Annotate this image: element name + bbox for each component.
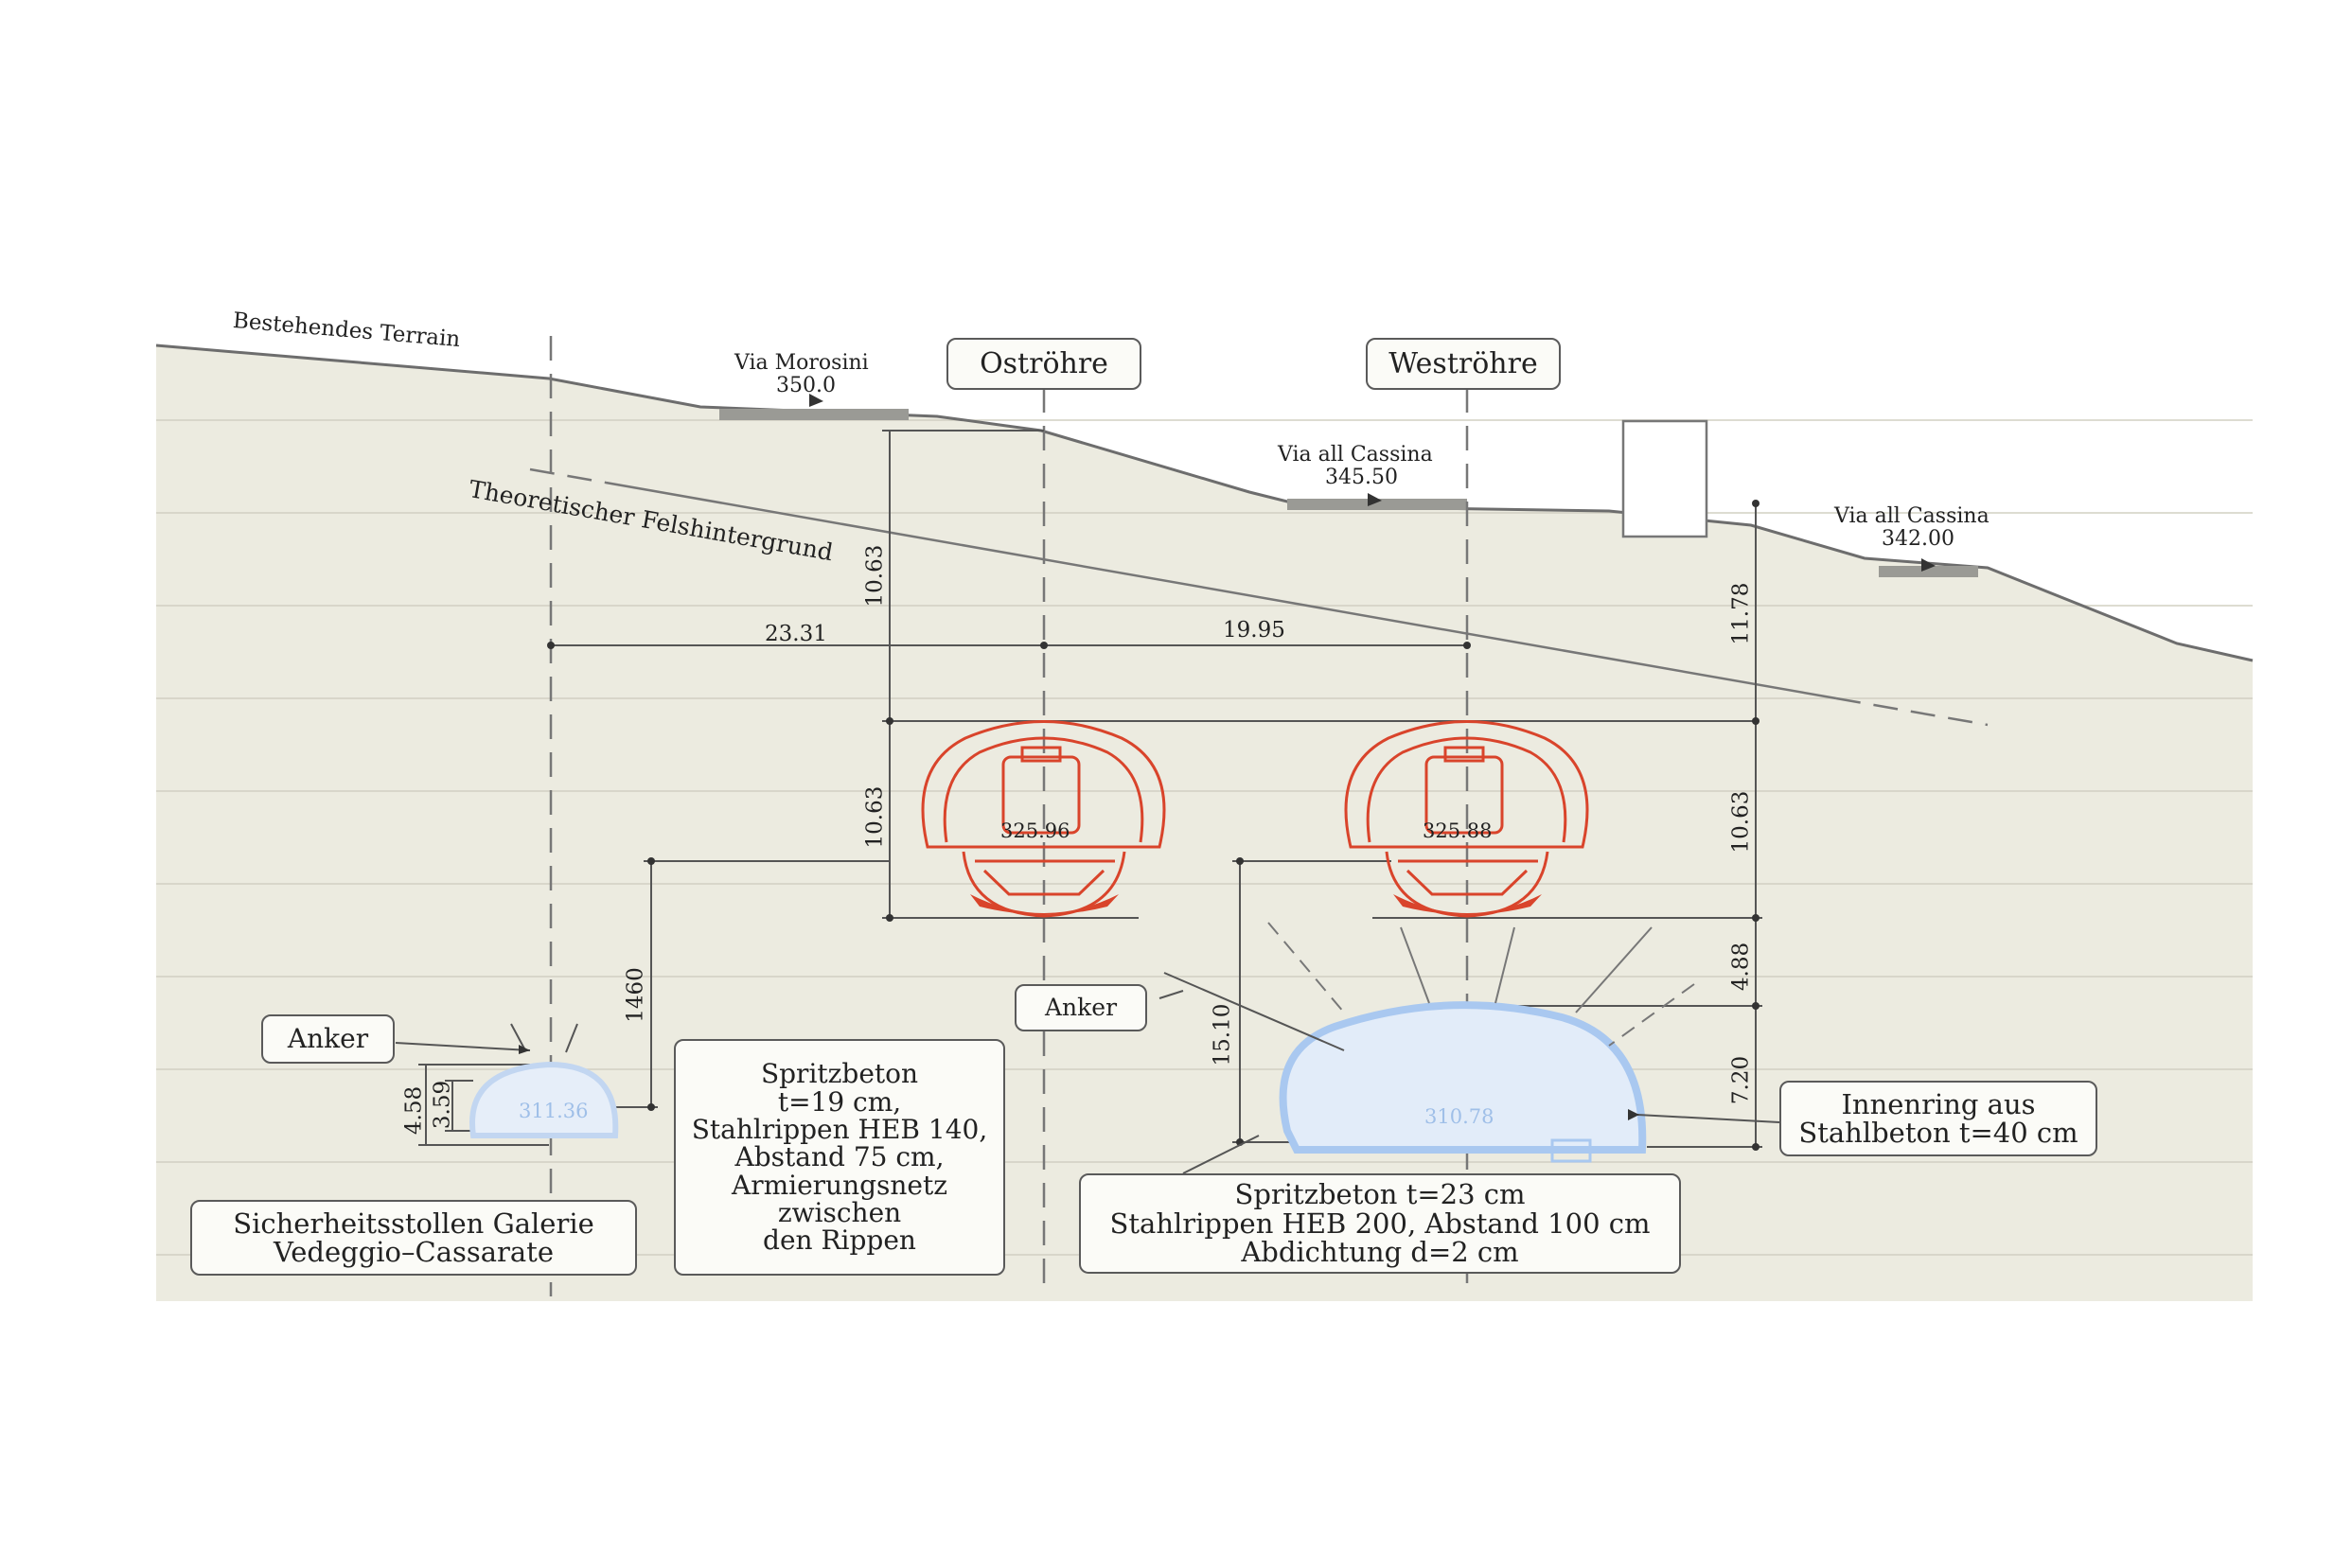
inner-ring-callout: Innenring aus Stahlbeton t=40 cm	[1779, 1081, 2097, 1156]
dimension-dots	[547, 500, 1760, 1151]
street-name-cassina-2: Via all Cassina	[1834, 504, 1989, 528]
east-tube-invert	[970, 894, 1119, 915]
dim-west-gap: 4.88	[1728, 942, 1754, 992]
east-tube-label: Oströhre	[946, 338, 1141, 390]
street-elevation-cassina-2: 342.00	[1882, 527, 1954, 551]
rock-line-dashed	[1835, 696, 1989, 727]
west-gallery-outline	[1279, 1001, 1647, 1154]
building	[1621, 419, 1708, 538]
street-name-morosini: Via Morosini	[734, 351, 869, 375]
dim-gallery-inner: 3.59	[430, 1080, 455, 1130]
east-tube-drawing	[921, 720, 1166, 918]
leader-lines	[395, 972, 1780, 1174]
west-gallery-elevation: 310.78	[1424, 1105, 1494, 1128]
west-tube-label: Weströhre	[1366, 338, 1561, 390]
dim-right-spacing: 19.95	[1223, 618, 1285, 643]
shotcrete-callout-left: Spritzbeton t=19 cm, Stahlrippen HEB 140…	[674, 1039, 1005, 1276]
east-tube-elevation: 325.96	[1000, 819, 1070, 842]
street-name-cassina-1: Via all Cassina	[1278, 443, 1433, 467]
dim-gallery-drop: 1460	[623, 967, 648, 1023]
dim-gallery-outer: 4.58	[401, 1085, 427, 1136]
anchor-callout-left: Anker	[261, 1014, 395, 1064]
west-tube-invert	[1393, 894, 1542, 915]
dim-left-spacing: 23.31	[765, 622, 827, 646]
street-pad-cassina-2	[1879, 566, 1978, 577]
gallery-elevation: 311.36	[519, 1100, 589, 1122]
dim-east-cover: 10.63	[862, 544, 888, 608]
shotcrete-callout-right: Spritzbeton t=23 cm Stahlrippen HEB 200,…	[1079, 1173, 1681, 1274]
dim-right-height: 10.63	[1728, 790, 1754, 854]
street-pad-morosini	[719, 409, 909, 420]
street-pad-cassina-1	[1287, 499, 1467, 510]
street-elevation-morosini: 350.0	[776, 374, 836, 397]
west-tube-elevation: 325.88	[1423, 819, 1493, 842]
gallery-outline	[469, 1061, 619, 1138]
dim-west-drop: 15.10	[1210, 1003, 1235, 1066]
street-elevation-cassina-1: 345.50	[1325, 466, 1398, 489]
dim-right-cover: 11.78	[1728, 582, 1754, 645]
dim-west-lower: 7.20	[1728, 1055, 1754, 1105]
west-tube-drawing	[1344, 720, 1589, 918]
gallery-title: Sicherheitsstollen Galerie Vedeggio–Cass…	[190, 1200, 637, 1276]
rock-line	[605, 481, 1837, 700]
anchor-rays-gallery	[510, 1023, 578, 1053]
anchor-callout-right: Anker	[1015, 984, 1147, 1031]
anchor-rays-west	[1267, 922, 1695, 1047]
dim-east-height: 10.63	[862, 785, 888, 849]
